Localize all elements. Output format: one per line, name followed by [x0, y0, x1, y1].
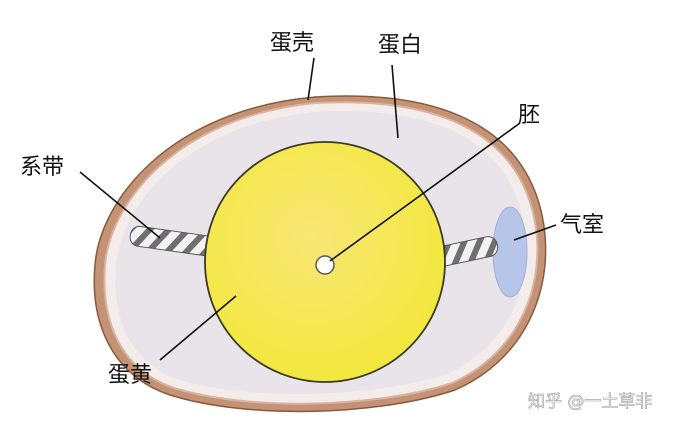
- label-shell: 蛋壳: [270, 31, 314, 56]
- leader-albumen: [391, 64, 399, 139]
- label-chalaza: 系带: [20, 155, 64, 180]
- watermark: 知乎 @一土草非: [528, 392, 652, 412]
- leader-germ: [329, 122, 521, 262]
- label-air-cell: 气室: [560, 213, 604, 238]
- air-cell: [492, 206, 528, 298]
- label-yolk: 蛋黄: [108, 363, 152, 388]
- leader-air-cell: [513, 224, 557, 241]
- label-germ: 胚: [518, 103, 540, 128]
- leader-yolk: [159, 295, 237, 361]
- label-albumen: 蛋白: [378, 33, 422, 58]
- germinal-disc: [315, 255, 335, 275]
- leader-shell: [307, 57, 315, 101]
- leader-chalaza: [79, 171, 161, 239]
